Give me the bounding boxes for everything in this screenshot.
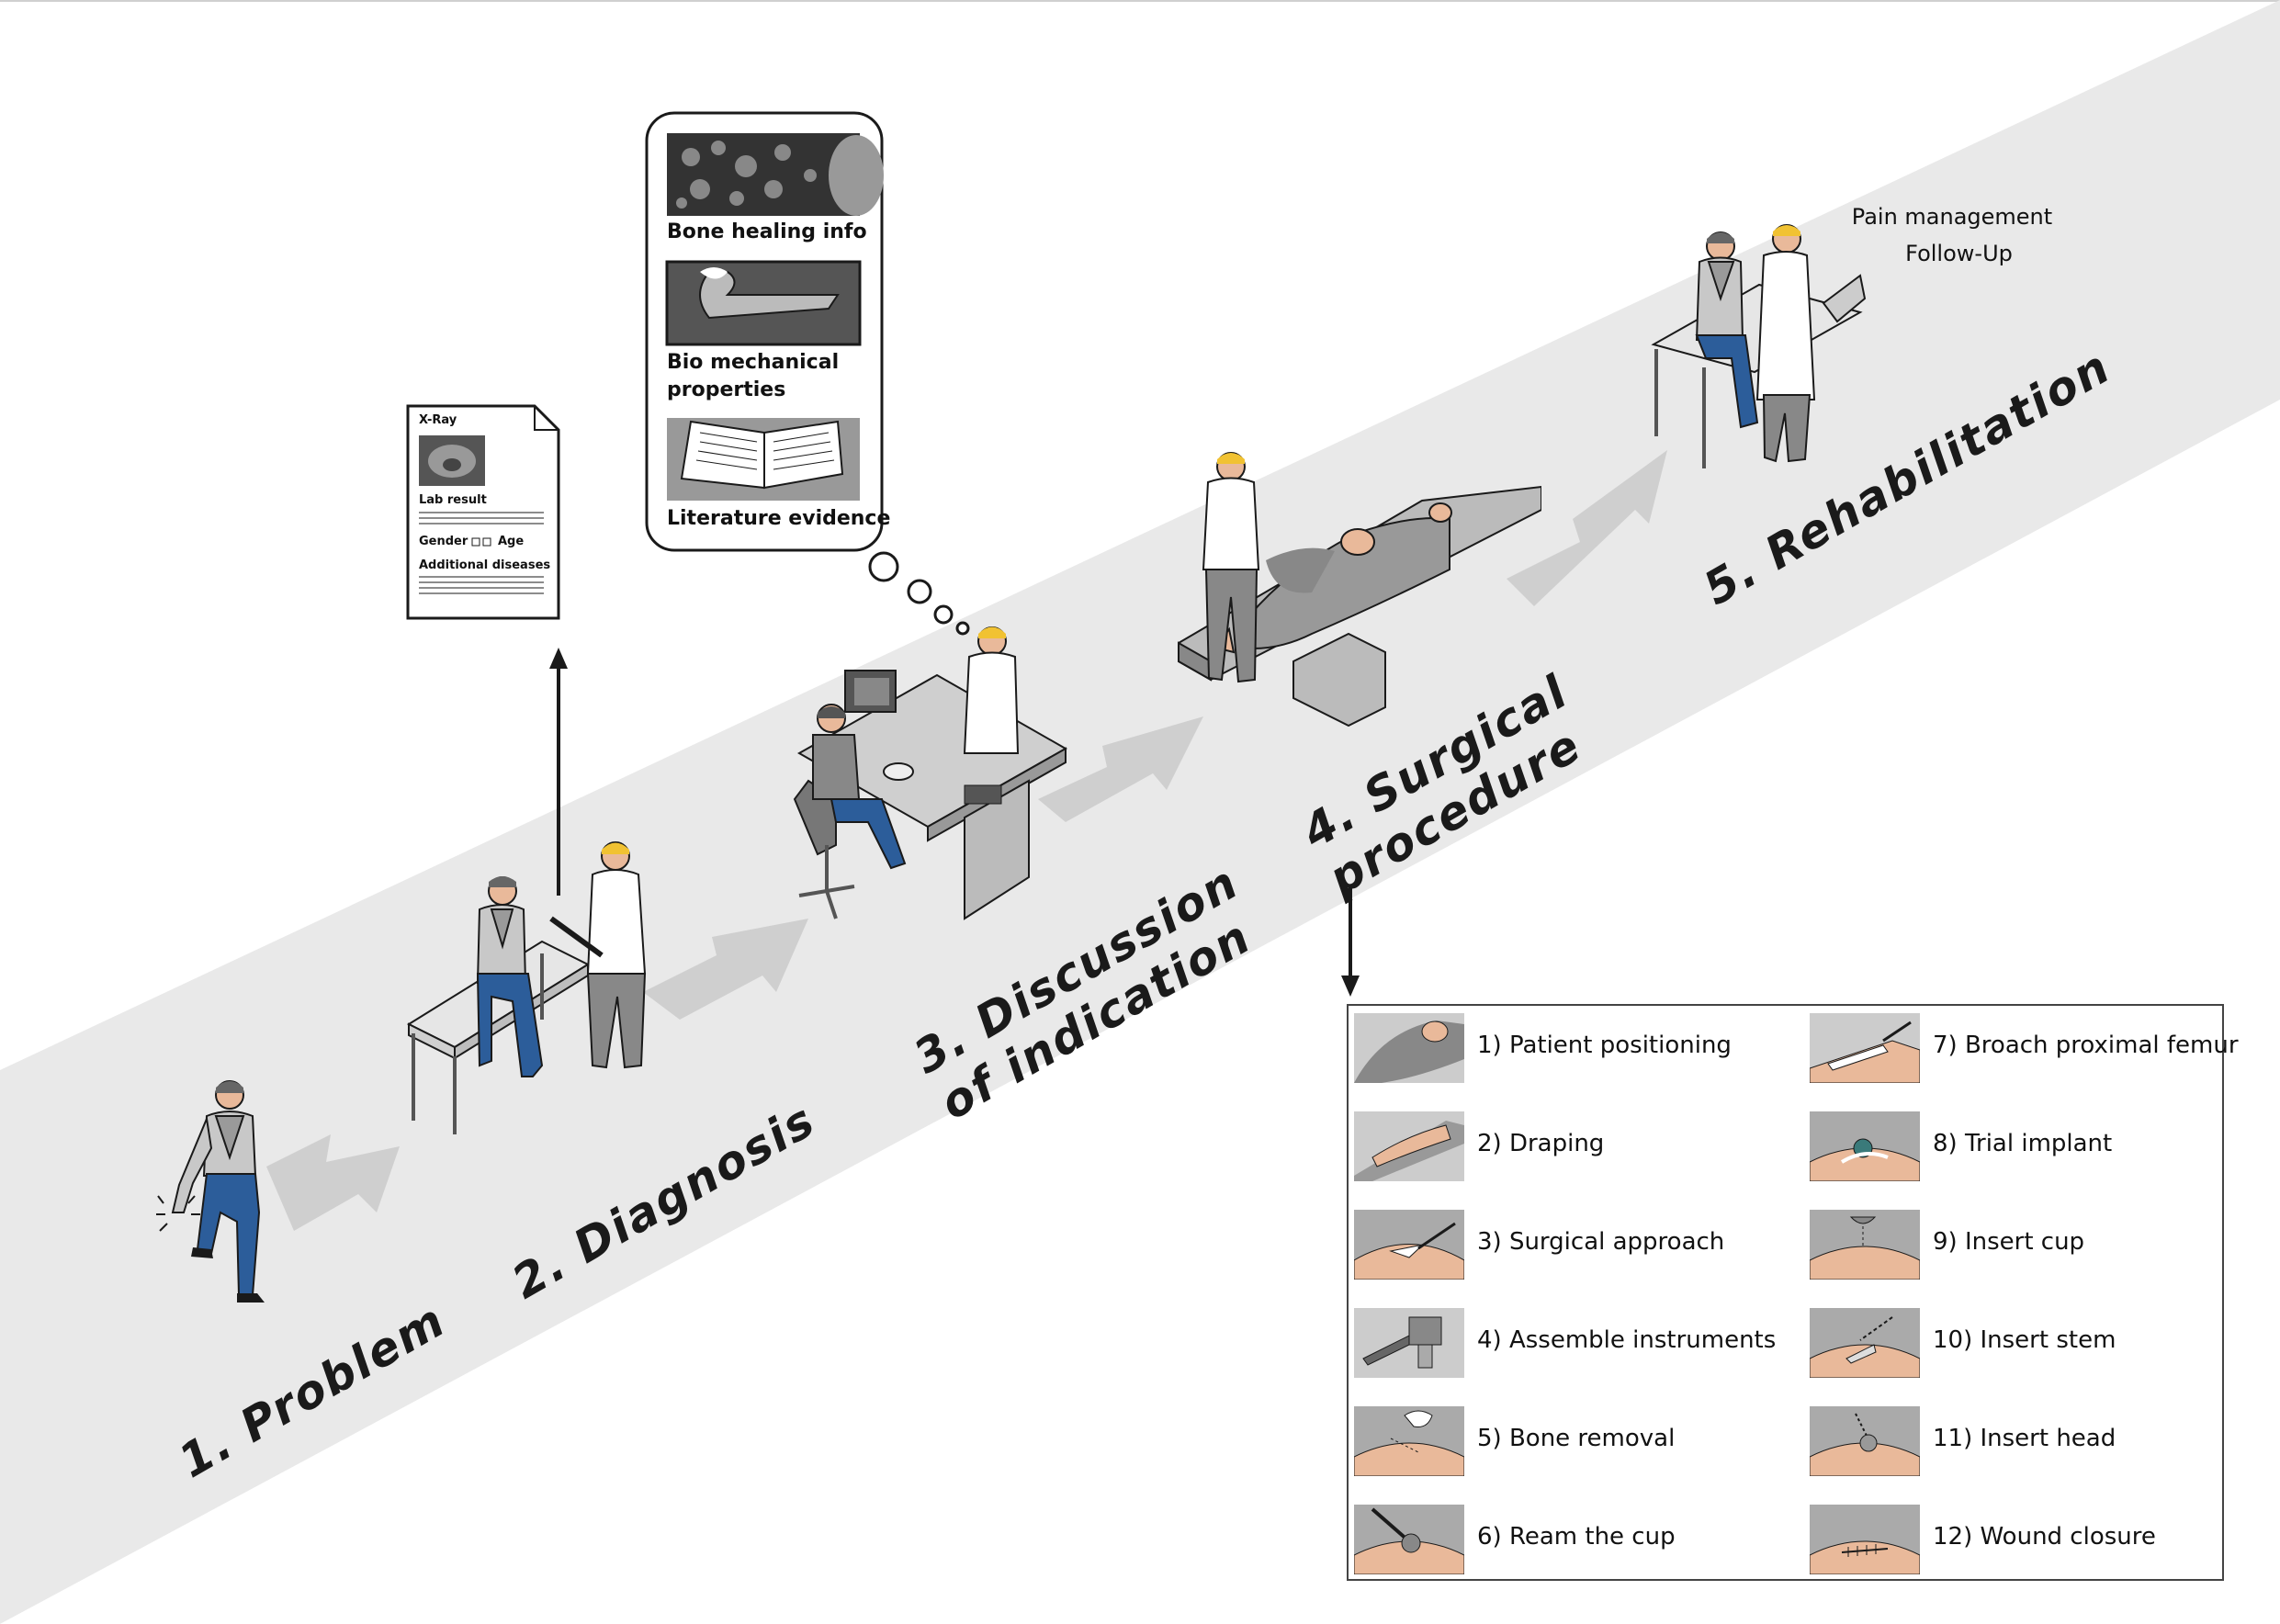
bubble-biomechanical: Bio mechanical properties [667, 351, 840, 401]
surgical-step-label: 9) Insert cup [1933, 1228, 2085, 1256]
rehab-pain-management: Pain management [1851, 204, 2053, 230]
flow-arrow-4 [1507, 450, 1667, 606]
surgical-step-label: 11) Insert head [1933, 1425, 2116, 1452]
flow-arrow-2 [643, 919, 808, 1020]
flow-arrows [266, 450, 1667, 1231]
document-age: Age [498, 535, 525, 548]
problem-patient-illustration [156, 1080, 265, 1303]
surgical-steps-panel: 1) Patient positioning 2) Draping 3) Sur… [1347, 1004, 2239, 1581]
surgical-step-label: 10) Insert stem [1933, 1326, 2116, 1354]
surgical-step-label: 7) Broach proximal femur [1933, 1032, 2239, 1059]
bone-removal-icon [1354, 1406, 1464, 1476]
document-gender: Gender [419, 535, 468, 548]
draping-icon [1354, 1111, 1464, 1181]
insert-stem-icon [1810, 1308, 1920, 1378]
document-lab-result: Lab result [419, 493, 487, 507]
insert-head-icon [1810, 1406, 1920, 1476]
rehabilitation-illustration [1651, 224, 1867, 468]
bone-healing-image [667, 133, 860, 216]
bubble-bone-healing: Bone healing info [667, 220, 867, 243]
surgical-step-label: 1) Patient positioning [1477, 1032, 1732, 1059]
patient-positioning-icon [1354, 1013, 1464, 1083]
document-xray-label: X-Ray [419, 413, 457, 427]
broach-femur-icon [1810, 1013, 1920, 1083]
diagnosis-illustration [406, 841, 647, 1134]
flow-arrow-3 [1038, 716, 1203, 822]
surgical-illustration [1178, 452, 1541, 727]
surgical-step-label: 4) Assemble instruments [1477, 1326, 1777, 1354]
diagnosis-up-arrow [549, 648, 568, 896]
thought-bubble [645, 111, 884, 552]
surgical-step-label: 2) Draping [1477, 1130, 1605, 1157]
flow-arrow-1 [266, 1134, 400, 1231]
ream-cup-icon [1354, 1505, 1464, 1574]
discussion-illustration [793, 626, 1068, 920]
document-additional-diseases: Additional diseases [419, 558, 551, 572]
diagnosis-document [406, 404, 560, 620]
surgical-approach-icon [1354, 1210, 1464, 1280]
surgical-step-label: 5) Bone removal [1477, 1425, 1676, 1452]
trial-implant-icon [1810, 1111, 1920, 1181]
wound-closure-icon [1810, 1505, 1920, 1574]
bubble-literature: Literature evidence [667, 507, 891, 530]
surgical-step-label: 8) Trial implant [1933, 1130, 2113, 1157]
insert-cup-icon [1810, 1210, 1920, 1280]
assemble-instruments-icon [1354, 1308, 1464, 1378]
thought-bubble-dots [868, 551, 970, 636]
rehab-follow-up: Follow-Up [1905, 241, 2013, 266]
surgical-step-label: 3) Surgical approach [1477, 1228, 1725, 1256]
surgical-step-label: 12) Wound closure [1933, 1523, 2156, 1551]
surgical-down-arrow [1341, 886, 1360, 997]
surgical-step-label: 6) Ream the cup [1477, 1523, 1676, 1551]
